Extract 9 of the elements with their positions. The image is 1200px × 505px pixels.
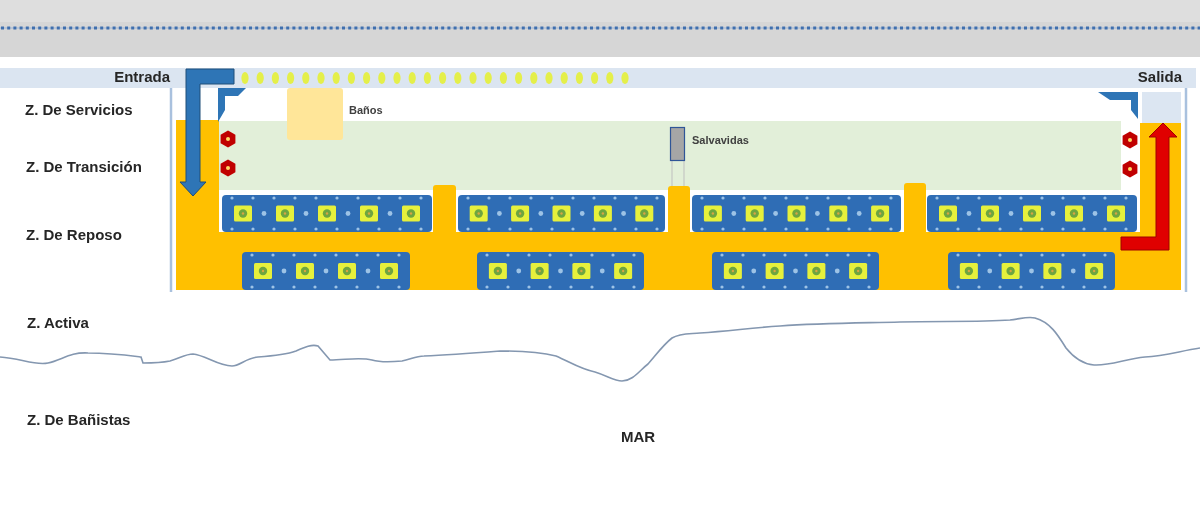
zone-label: Z. De Transición <box>26 158 142 176</box>
zone-label: Z. De Servicios <box>25 101 133 119</box>
exit-label: Salida <box>1137 68 1182 86</box>
zone-label: Z. Activa <box>27 314 89 332</box>
entrance-label: Entrada <box>114 68 170 86</box>
zone-label: Z. De Reposo <box>26 226 122 244</box>
zone-label: Z. De Bañistas <box>27 411 131 429</box>
facility-label: Baños <box>349 104 383 118</box>
sea-label: MAR <box>621 428 656 446</box>
